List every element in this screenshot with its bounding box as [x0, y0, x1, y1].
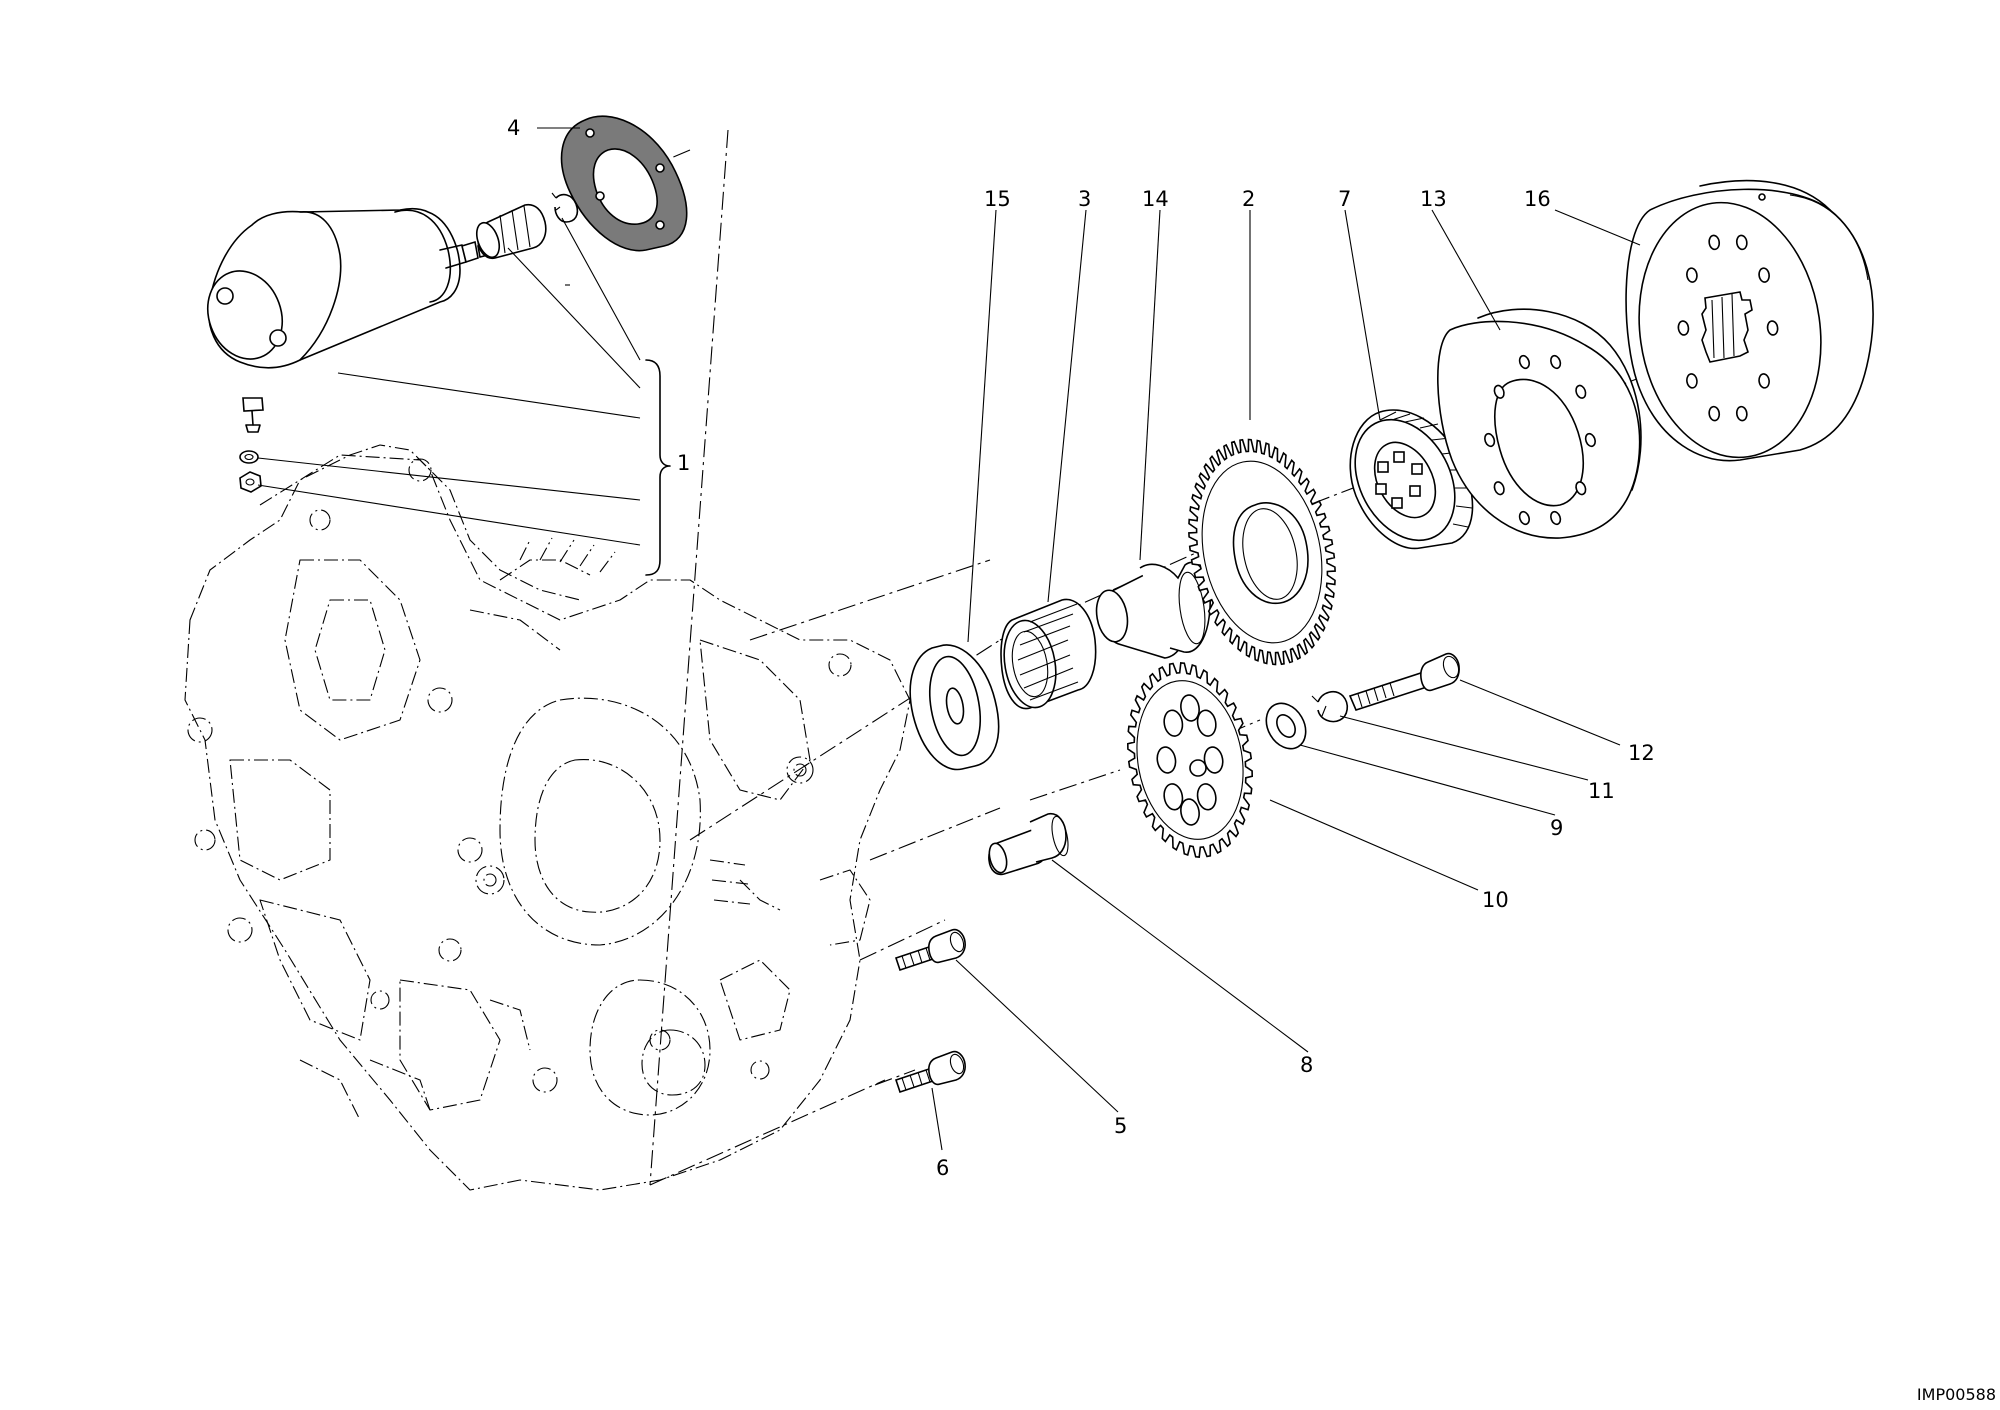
callout-14: 14 [1142, 187, 1169, 211]
part-15-thrust-washer [909, 644, 1000, 771]
rotor-16-hole [1758, 373, 1770, 389]
part-8-gear-pin [988, 812, 1069, 876]
rotor-16-hole [1735, 234, 1748, 251]
gear-10-hole [1163, 783, 1184, 811]
ring-13-hole [1575, 481, 1587, 496]
part-16-flywheel-rotor [1625, 179, 1874, 462]
part-5-screw [894, 928, 966, 972]
rotor-16-hole [1735, 405, 1748, 422]
part-10-intermediate-gear [1126, 662, 1254, 858]
ring-13-hole [1484, 432, 1496, 448]
part-6-screw [894, 1050, 966, 1094]
gear-10-hole [1196, 709, 1217, 737]
part-9-washer [1265, 702, 1307, 750]
starter-terminal-washer [239, 450, 259, 464]
ring-13-hole [1493, 384, 1505, 399]
gear-10-lightening-holes [1156, 694, 1224, 826]
part-13-hub-ring [1437, 308, 1642, 539]
callout-13: 13 [1420, 187, 1447, 211]
part-14-bushing [1095, 561, 1211, 659]
rotor-16-hole [1758, 267, 1770, 283]
gear-10-hole [1180, 798, 1200, 826]
part-12-long-bolt [1348, 652, 1460, 711]
callout-10: 10 [1482, 888, 1509, 912]
rotor-16-hole [1686, 373, 1698, 389]
starter-pinion [475, 203, 547, 260]
gear-10-hole [1180, 694, 1200, 722]
ring-13-bolt-holes [1484, 354, 1596, 526]
ring-13-hole [1518, 354, 1530, 370]
callout-12: 12 [1628, 741, 1655, 765]
callout-7: 7 [1338, 187, 1351, 211]
gear-10-hole [1203, 746, 1224, 774]
part-7-freewheel [1349, 409, 1474, 550]
rotor-16-hole [1708, 405, 1721, 422]
callout-8: 8 [1300, 1053, 1313, 1077]
ring-13-hole [1550, 510, 1562, 526]
bracket-1 [645, 359, 671, 576]
leader-lines [257, 127, 1641, 1151]
part-2-idler-gear [1188, 438, 1336, 666]
callout-1: 1 [677, 451, 690, 475]
part-11-spring-washer [1311, 690, 1349, 723]
callout-15: 15 [984, 187, 1011, 211]
ring-13-hole [1575, 384, 1587, 399]
assembly-axes [565, 129, 1691, 1186]
rotor-16-hole [1686, 267, 1698, 283]
callout-4: 4 [507, 116, 520, 140]
rotor-16-hole [1677, 320, 1690, 336]
ring-13-hole [1493, 481, 1505, 496]
crankcase-outline [184, 444, 911, 1191]
callout-5: 5 [1114, 1114, 1127, 1138]
gear-10-hole [1163, 709, 1184, 737]
gear-2-web-ring [1201, 460, 1323, 644]
gear-10-tooth-profile [1126, 662, 1254, 858]
rotor-16-holes [1677, 234, 1779, 422]
gear-10-web-ring [1136, 680, 1244, 840]
ring-13-hole [1550, 354, 1562, 370]
callout-labels: 1 2 3 4 5 6 7 8 9 10 11 12 13 14 15 16 [507, 116, 1655, 1180]
starter-terminal-nut [239, 471, 262, 493]
gear-10-teeth [1126, 662, 1254, 858]
rotor-16-hole [1766, 320, 1779, 336]
part-4-gasket [560, 115, 688, 252]
starter-motor [207, 207, 493, 433]
callout-3: 3 [1078, 187, 1091, 211]
gear-10-hole [1196, 783, 1217, 811]
ring-13-hole [1518, 510, 1530, 526]
rotor-16-hole [1708, 234, 1721, 251]
gear-10-hole [1156, 746, 1177, 774]
callout-6: 6 [936, 1156, 949, 1180]
callout-9: 9 [1550, 816, 1563, 840]
ring-13-hole [1584, 432, 1596, 448]
part-3-needle-bearing [1000, 598, 1097, 710]
pinion-circlip [551, 192, 579, 223]
callout-11: 11 [1588, 779, 1615, 803]
callout-16: 16 [1524, 187, 1551, 211]
callout-2: 2 [1242, 187, 1255, 211]
drawing-code: IMP00588 [1917, 1385, 1996, 1404]
